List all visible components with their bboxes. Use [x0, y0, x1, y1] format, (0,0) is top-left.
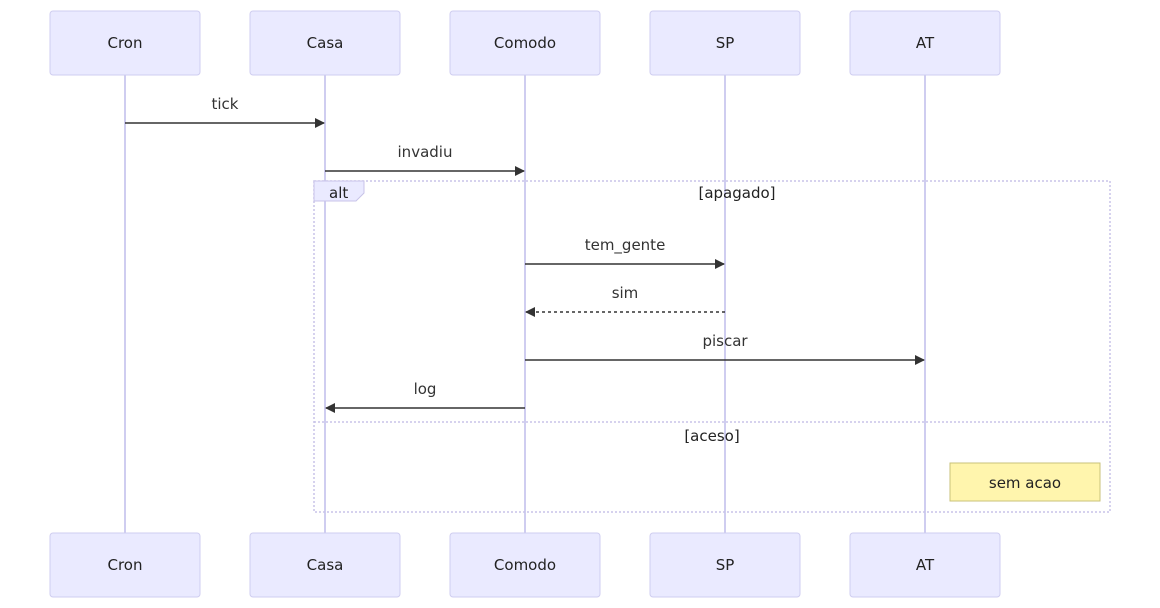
message-label: tem_gente — [585, 236, 666, 255]
actor-box — [449, 532, 601, 598]
actor-at-top: AT — [849, 10, 1001, 76]
actor-label: Cron — [108, 34, 143, 52]
actor-box — [49, 10, 201, 76]
actor-box — [49, 532, 201, 598]
actor-box — [449, 10, 601, 76]
actor-label: SP — [716, 556, 735, 574]
message-label: piscar — [702, 332, 748, 350]
actor-label: Comodo — [494, 34, 556, 52]
actor-label: Casa — [307, 34, 344, 52]
actor-label: SP — [716, 34, 735, 52]
actor-box — [649, 532, 801, 598]
actor-box — [849, 10, 1001, 76]
lifelines — [124, 75, 926, 533]
message-log: log — [325, 380, 525, 413]
note-box — [949, 462, 1101, 502]
note: sem acao — [949, 462, 1101, 502]
actor-label: Comodo — [494, 556, 556, 574]
alt-frame-tab — [313, 180, 365, 202]
message-invadiu: invadiu — [325, 143, 525, 176]
actor-sp-bottom: SP — [649, 532, 801, 598]
message-label: tick — [212, 95, 239, 113]
actor-label: AT — [916, 556, 935, 574]
actor-box — [849, 532, 1001, 598]
actor-label: Casa — [307, 556, 344, 574]
actor-sp-top: SP — [649, 10, 801, 76]
message-piscar: piscar — [525, 332, 925, 365]
message-tick: tick — [125, 95, 325, 128]
note-text: sem acao — [989, 474, 1061, 492]
alt-frame-label: alt — [329, 184, 348, 202]
alt-branch-condition: [aceso] — [684, 427, 739, 445]
message-sim: sim — [525, 284, 725, 317]
actor-comodo-top: Comodo — [449, 10, 601, 76]
actor-label: AT — [916, 34, 935, 52]
actor-box — [649, 10, 801, 76]
message-label: log — [414, 380, 437, 398]
alt-frame-border — [313, 180, 1111, 513]
alt-frame: alt [apagado] [aceso] — [313, 180, 1111, 513]
actor-box — [249, 10, 401, 76]
actor-box — [249, 532, 401, 598]
alt-branch-condition: [apagado] — [698, 184, 775, 202]
message-label: invadiu — [398, 143, 453, 161]
message-label: sim — [612, 284, 639, 302]
actor-cron-bottom: Cron — [49, 532, 201, 598]
actor-casa-bottom: Casa — [249, 532, 401, 598]
actor-comodo-bottom: Comodo — [449, 532, 601, 598]
actor-cron-top: Cron — [49, 10, 201, 76]
actor-at-bottom: AT — [849, 532, 1001, 598]
actor-casa-top: Casa — [249, 10, 401, 76]
actor-label: Cron — [108, 556, 143, 574]
message-tem_gente: tem_gente — [525, 236, 725, 269]
